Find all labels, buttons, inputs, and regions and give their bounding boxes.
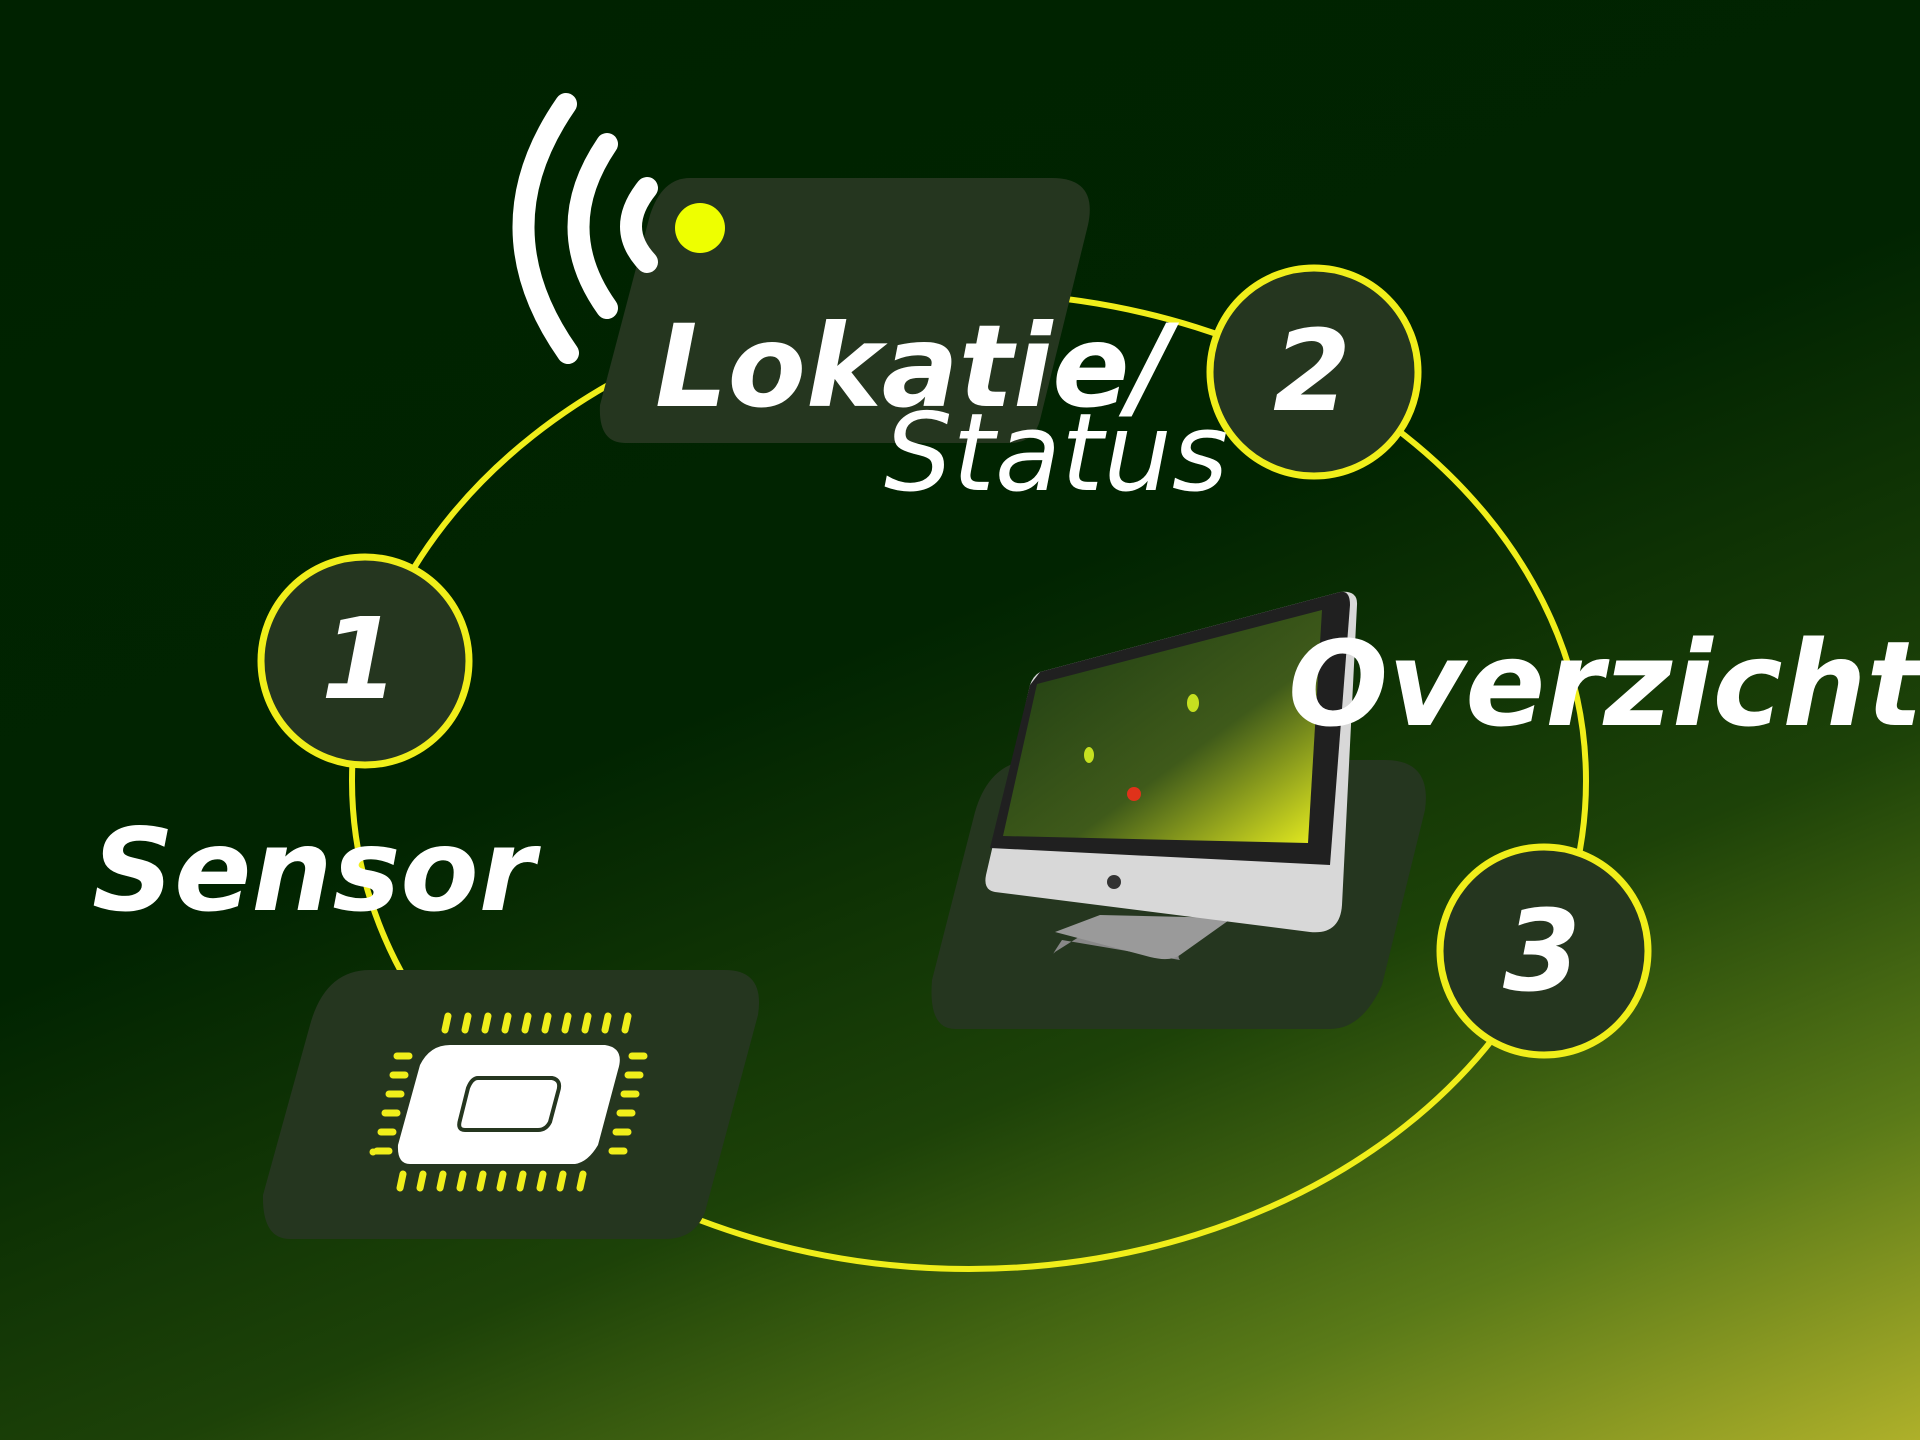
step-number: 2 — [1273, 307, 1351, 437]
step-3: 3 — [1436, 843, 1652, 1059]
label-location: Lokatie/ — [655, 300, 1180, 433]
label-overview: Overzicht — [1288, 615, 1920, 753]
chip-icon — [369, 1012, 648, 1192]
label-sensor: Sensor — [92, 804, 542, 937]
monitor-icon — [985, 591, 1358, 960]
step-number: 1 — [321, 595, 399, 725]
step-number: 3 — [1503, 887, 1581, 1017]
step-1: 1 — [257, 553, 473, 769]
wifi-signal-icon — [512, 93, 658, 364]
status-dot — [675, 203, 725, 253]
card-location — [599, 178, 1090, 443]
step-2: 2 — [1206, 264, 1422, 480]
label-status: Status — [884, 391, 1228, 516]
